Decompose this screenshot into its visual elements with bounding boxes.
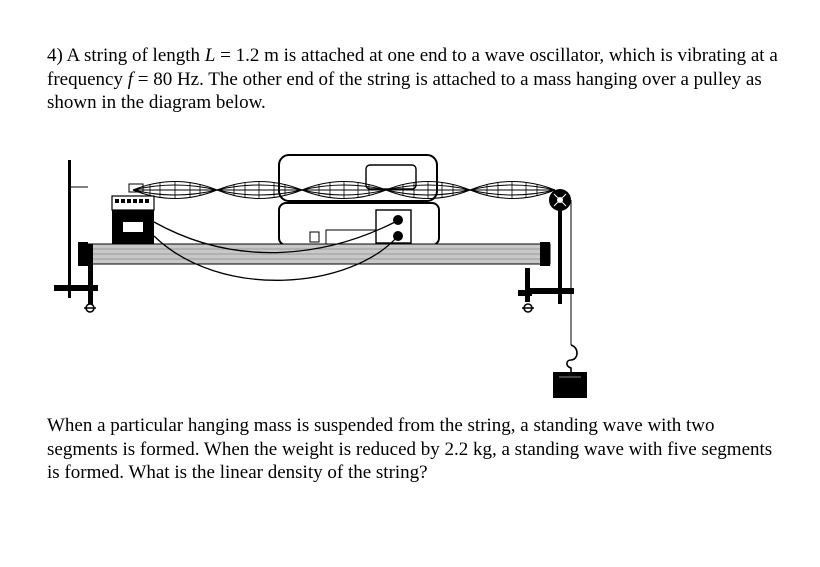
left-stand-rod: [68, 160, 88, 298]
problem-number: 4): [47, 45, 63, 66]
problem-text-1: A string of length: [66, 45, 205, 66]
frequency-variable: f: [127, 68, 133, 90]
followup-question: When a particular hanging mass is suspen…: [47, 415, 773, 483]
lab-table: [78, 242, 551, 266]
oscillator-cables: [153, 221, 399, 281]
wave-oscillator-icon: [278, 154, 440, 246]
table-clamp-icon: [518, 200, 574, 313]
string-vibrator-driver-icon: [111, 183, 155, 244]
problem-text-3: = 80 Hz. The other end of the string is …: [47, 68, 762, 114]
problem-text-2: = 1.2 m is attached at one end to a wave…: [47, 45, 778, 90]
table-clamp-icon: [54, 244, 98, 313]
length-variable: L: [204, 45, 216, 66]
hanging-mass-icon: [553, 200, 587, 398]
standing-wave-string: [132, 181, 556, 199]
problem-statement: 4) A string of length L = 1.2 m is attac…: [47, 44, 787, 115]
standing-wave-apparatus-diagram: [54, 154, 587, 398]
pulley-icon: [549, 189, 571, 211]
